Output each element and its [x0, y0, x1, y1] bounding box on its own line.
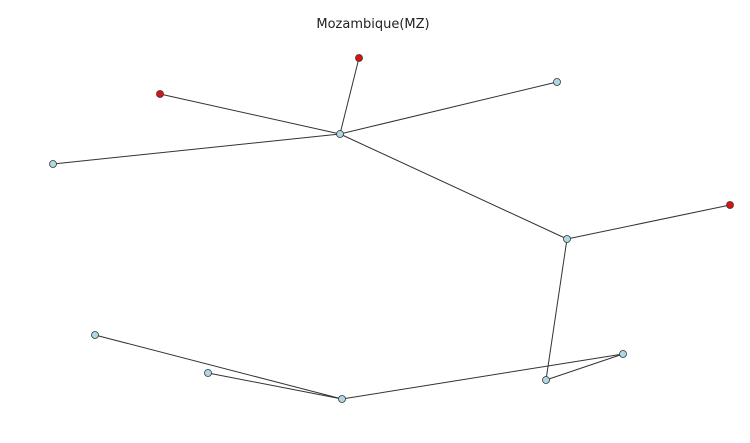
graph-node-upper-right — [553, 78, 561, 86]
graph-edge — [566, 204, 731, 240]
graph-node-upper-left — [156, 90, 164, 98]
graph-edge — [339, 81, 558, 135]
graph-node-left — [49, 160, 57, 168]
graph-node-bottom-left-far — [91, 331, 99, 339]
edge-layer — [52, 57, 731, 400]
graph-node-mid-right — [563, 235, 571, 243]
graph-edge — [159, 93, 341, 135]
graph-edge — [339, 133, 568, 240]
graph-node-hub — [336, 130, 344, 138]
graph-node-bottom-right-high — [619, 350, 627, 358]
node-layer — [49, 54, 734, 403]
graph-edge — [545, 238, 568, 381]
graph-edge — [341, 353, 624, 400]
graph-edge — [52, 133, 341, 165]
graph-node-bottom-right-low — [542, 376, 550, 384]
graph-node-far-right — [726, 201, 734, 209]
graph-node-bottom-hub — [338, 395, 346, 403]
graph-title: Mozambique(MZ) — [316, 17, 429, 32]
graph-node-top — [355, 54, 363, 62]
graph-edge — [545, 353, 624, 381]
graph-node-bottom-left-near — [204, 369, 212, 377]
graph-edge — [207, 372, 343, 400]
graph-edge — [339, 57, 360, 135]
graph-edge — [94, 334, 343, 400]
